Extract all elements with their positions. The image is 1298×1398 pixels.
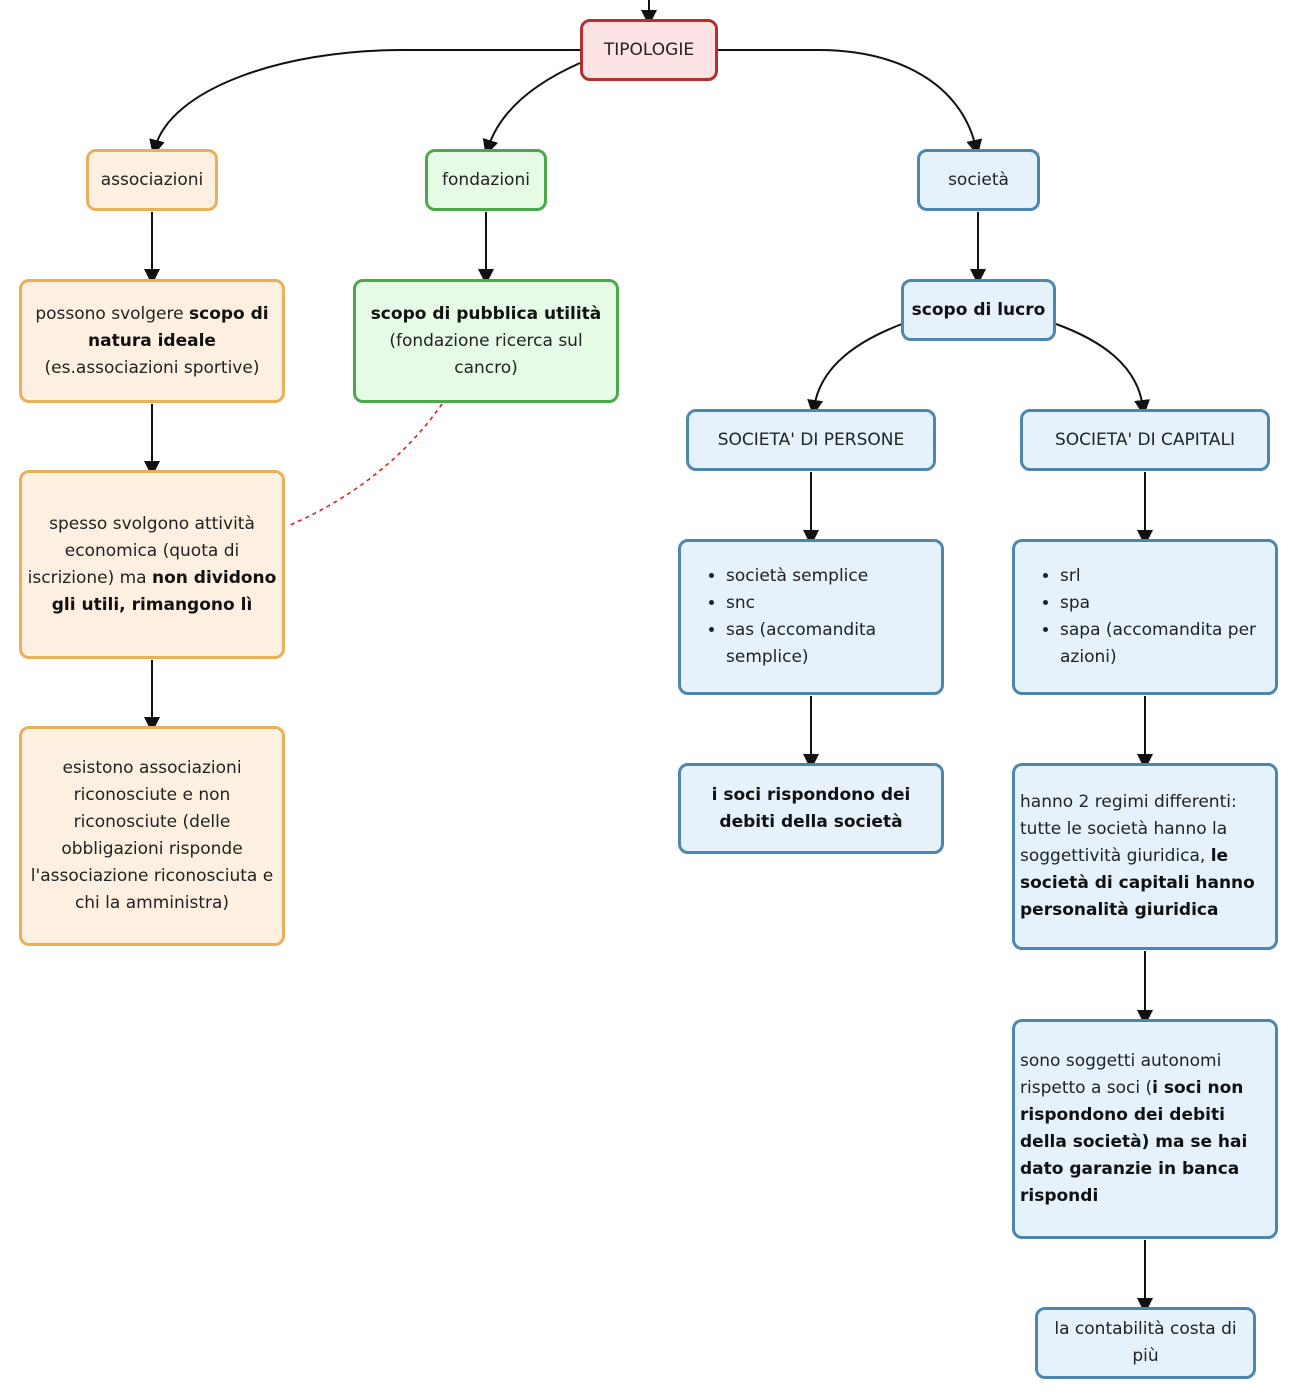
capitali-regimes-text: hanno 2 regimi differenti: tutte le soci… <box>1020 789 1270 924</box>
assoc-purpose-pre: possono svolgere <box>35 303 189 324</box>
persone-liability-bold: i soci rispondono dei debiti della socie… <box>711 784 911 832</box>
assoc-activity-text: spesso svolgono attività economica (quot… <box>27 511 277 619</box>
list-item: sapa (accomandita per azioni) <box>1060 617 1270 671</box>
soc-purpose-bold: scopo di lucro <box>911 299 1046 320</box>
edge-purpose-capitali <box>1055 323 1151 416</box>
list-item: sas (accomandita semplice) <box>726 617 936 671</box>
edge-purpose-persone <box>807 323 903 416</box>
capitali-regimes-pre: hanno 2 regimi differenti: tutte le soci… <box>1020 792 1237 866</box>
fond-purpose-bold: scopo di pubblica utilità <box>370 303 602 324</box>
node-societa-purpose[interactable]: scopo di lucro <box>901 279 1056 341</box>
node-associazioni-recognition[interactable]: esistono associazioni riconosciute e non… <box>19 726 285 946</box>
node-tipologie-label: TIPOLOGIE <box>603 39 695 60</box>
node-capitali-accounting[interactable]: la contabilità costa di più <box>1035 1307 1256 1379</box>
capitali-autonomy-pre: sono soggetti autonomi rispetto a soci ( <box>1020 1051 1222 1098</box>
list-item: società semplice <box>726 563 936 590</box>
node-fondazioni-label: fondazioni <box>442 169 530 190</box>
edge-root-fondazioni <box>482 62 581 156</box>
assoc-activity-bold: non dividono gli utili, rimangono lì <box>51 567 277 615</box>
soc-capitali-label: SOCIETA' DI CAPITALI <box>1054 429 1236 450</box>
capitali-regimes-bold: le società di capitali hanno personalità… <box>1020 846 1255 920</box>
node-fondazioni[interactable]: fondazioni <box>425 149 547 211</box>
capitali-accounting-text: la contabilità costa di più <box>1054 1319 1237 1366</box>
edge-root-societa <box>717 49 983 156</box>
assoc-activity-pre: spesso svolgono attività economica (quot… <box>27 513 255 588</box>
capitali-autonomy-text: sono soggetti autonomi rispetto a soci (… <box>1020 1048 1270 1210</box>
node-persone-liability[interactable]: i soci rispondono dei debiti della socie… <box>678 763 944 854</box>
node-associazioni[interactable]: associazioni <box>86 149 218 211</box>
capitali-types-list: srl spa sapa (accomandita per azioni) <box>1020 563 1270 671</box>
node-tipologie[interactable]: TIPOLOGIE <box>580 19 718 81</box>
fond-purpose-post: (fondazione ricerca sul cancro) <box>389 330 583 378</box>
capitali-autonomy-bold: i soci non rispondono dei debiti della s… <box>1020 1078 1248 1206</box>
node-societa-capitali[interactable]: SOCIETA' DI CAPITALI <box>1020 409 1270 471</box>
list-item: spa <box>1060 590 1270 617</box>
node-associazioni-purpose[interactable]: possono svolgere scopo di natura ideale … <box>19 279 285 403</box>
dashed-link-fond-assoc <box>287 403 443 527</box>
node-societa-label: società <box>948 169 1009 190</box>
node-associazioni-activity[interactable]: spesso svolgono attività economica (quot… <box>19 470 285 659</box>
assoc-recognition-text: esistono associazioni riconosciute e non… <box>30 758 274 913</box>
soc-persone-label: SOCIETA' DI PERSONE <box>717 429 905 450</box>
node-persone-types[interactable]: società semplice snc sas (accomandita se… <box>678 539 944 695</box>
assoc-purpose-bold: scopo di natura ideale <box>88 303 269 351</box>
node-capitali-regimes[interactable]: hanno 2 regimi differenti: tutte le soci… <box>1012 763 1278 950</box>
node-societa[interactable]: società <box>917 149 1040 211</box>
assoc-purpose-post: (es.associazioni sportive) <box>44 357 260 378</box>
node-fondazioni-purpose[interactable]: scopo di pubblica utilità (fondazione ri… <box>353 279 619 403</box>
list-item: srl <box>1060 563 1270 590</box>
assoc-purpose-text: possono svolgere scopo di natura ideale <box>27 301 277 355</box>
node-capitali-autonomy[interactable]: sono soggetti autonomi rispetto a soci (… <box>1012 1019 1278 1239</box>
node-capitali-types[interactable]: srl spa sapa (accomandita per azioni) <box>1012 539 1278 695</box>
node-societa-persone[interactable]: SOCIETA' DI PERSONE <box>686 409 936 471</box>
list-item: snc <box>726 590 936 617</box>
node-associazioni-label: associazioni <box>100 169 204 190</box>
persone-types-list: società semplice snc sas (accomandita se… <box>686 563 936 671</box>
edge-root-associazioni <box>149 49 580 156</box>
